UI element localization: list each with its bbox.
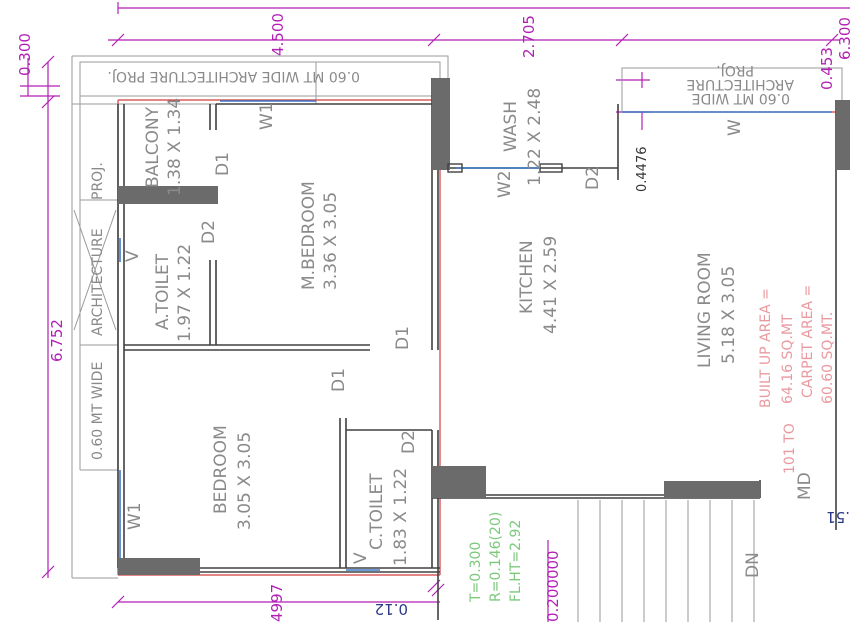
stair-tread: T=0.300 [468,542,484,603]
carpet-value: 60.60 SQ.MT. [820,312,836,404]
window-w1-bottom: W1 [125,502,145,530]
door-d2-c: D2 [399,430,419,454]
door-d2-a: D2 [199,220,219,244]
dim-bottom-code: 0.200000 [544,550,562,622]
master-bed-size: 3.36 X 3.05 [321,192,341,290]
kitchen-size: 4.41 X 2.59 [541,236,561,334]
dim-left-height: 6.752 [48,319,66,362]
living-name: LIVING ROOM [695,252,715,368]
wash-size: 1.22 X 2.48 [525,88,545,186]
stair-dn: DN [743,552,763,578]
small-frames [447,163,563,173]
window-w2: W2 [495,170,515,198]
window-w1-top: W1 [257,102,277,130]
door-d1-c: D1 [329,368,349,392]
attached-toilet-name: A.TOILET [153,253,173,330]
attached-toilet-size: 1.97 X 1.22 [175,244,195,342]
dim-right-edge: .51 [826,508,850,526]
balcony-name: BALCONY [143,106,163,188]
dim-bottom-mid: 0.12 [375,600,408,618]
windows [119,100,832,571]
stair-floor-height: FL.HT=2.92 [508,520,524,602]
carpet-label: CARPET AREA = [800,285,816,398]
projection-left-c: PROJ. [90,162,106,200]
projection-top-label: 0.60 MT WIDE ARCHITECTURE PROJ. [107,68,360,84]
projection-left-a: 0.60 MT WIDE [90,362,106,460]
projection-left-b: ARCHITECTURE [90,228,106,336]
stair-treads [577,500,755,622]
unit-label: 101 TO [782,423,798,474]
bedroom-name: BEDROOM [211,425,231,514]
window-w-right: W [725,119,745,136]
master-bed-name: M.BEDROOM [299,181,319,290]
bedroom-size: 3.05 X 3.05 [235,432,255,530]
wash-name: WASH [501,101,521,152]
door-d2-b: D2 [583,166,603,190]
door-d1-a: D1 [213,152,233,176]
vent-v-a: V [123,250,143,262]
stair-riser: R=0.146(20) [488,512,504,602]
dim-left-offset: 0.300 [16,33,34,76]
projection-right-b: ARCHITECTURE [686,76,794,92]
projection-right-c: PROJ. [716,62,754,78]
common-toilet-size: 1.83 X 1.22 [391,468,411,566]
kitchen-name: KITCHEN [517,240,537,314]
main-door-md: MD [795,472,815,500]
built-up-value: 64.16 SQ.MT [780,314,796,404]
dim-top-width-a: 4.500 [269,13,287,56]
dim-right-small: 0.4476 [635,147,650,193]
door-d1-b: D1 [393,326,413,350]
common-toilet-name: C.TOILET [367,473,387,550]
columns [118,78,850,575]
projection-right-a: 0.60 MT WIDE [692,90,790,106]
vent-v-b: V [351,552,371,564]
living-size: 5.18 X 3.05 [719,266,739,364]
dim-top-width-b: 2.705 [520,15,538,58]
built-up-label: BUILT UP AREA = [758,288,774,408]
dim-top-right: 6.300 [836,17,850,60]
dim-bottom-left: 4997 [268,584,286,622]
dim-right-gap: 0.453 [818,47,836,90]
balcony-size: 1.38 X 1.34 [165,98,185,196]
